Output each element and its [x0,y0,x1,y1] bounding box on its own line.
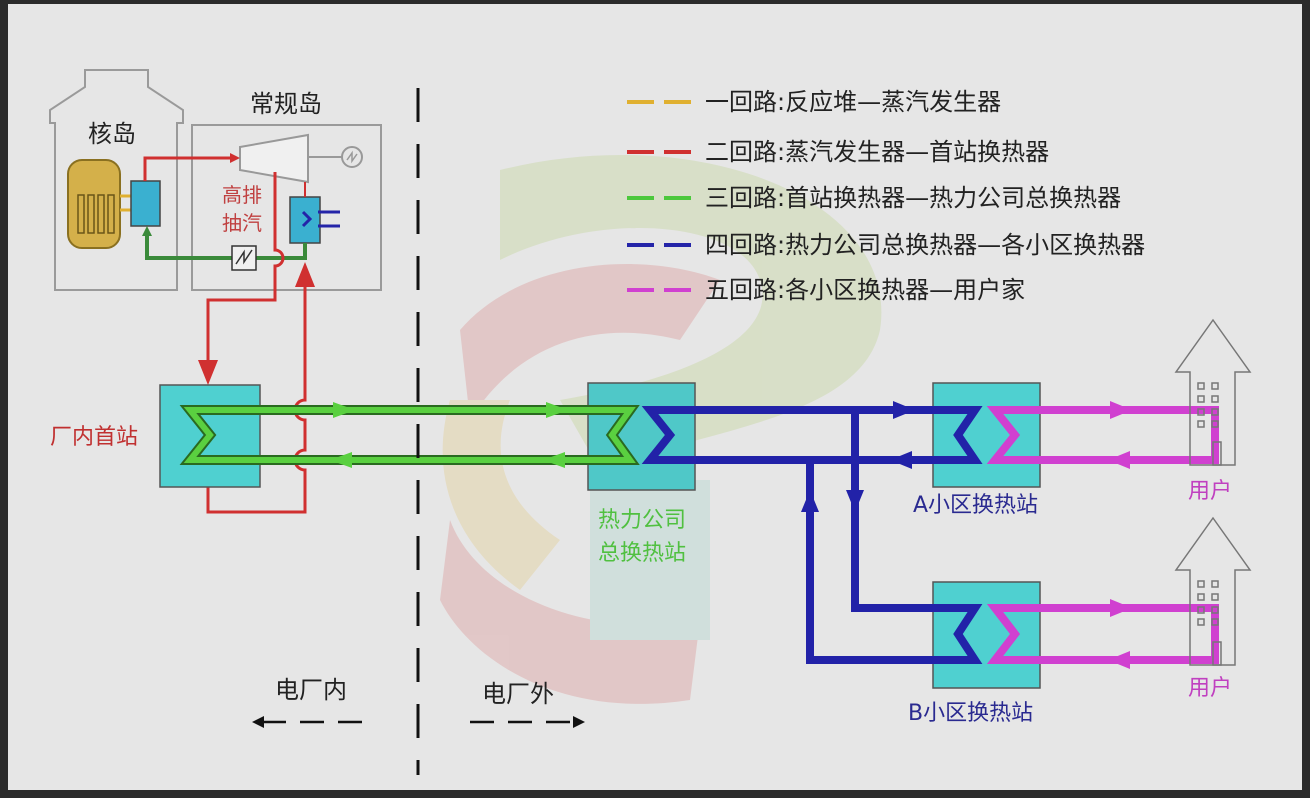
nuclear-island-building [49,69,184,291]
svg-text:二回路:蒸汽发生器—首站换热器: 二回路:蒸汽发生器—首站换热器 [705,138,1049,166]
svg-text:五回路:各小区换热器—用户家: 五回路:各小区换热器—用户家 [705,276,1025,304]
legend-item-2: 二回路:蒸汽发生器—首站换热器 [627,138,1049,166]
user-b-label: 用户 [1188,676,1232,701]
extraction-label-2: 抽汽 [222,211,262,235]
nuclear-island-label: 核岛 [88,120,136,148]
inside-arrow-icon [252,716,365,728]
heat-company-label-2: 总换热站 [598,541,686,566]
heat-company-label-1: 热力公司 [598,508,686,533]
generator-icon [341,146,363,168]
svg-text:三回路:首站换热器—热力公司总换热器: 三回路:首站换热器—热力公司总换热器 [705,184,1121,212]
station-b-box [932,581,1041,689]
plant-first-station-label: 厂内首站 [50,425,138,450]
station-b-label: B小区换热站 [908,701,1033,726]
steam-generator [130,180,161,227]
heat-company-box [587,382,696,491]
house-a-icon [1174,318,1252,466]
svg-text:四回路:热力公司总换热器—各小区换热器: 四回路:热力公司总换热器—各小区换热器 [705,231,1145,259]
turbine [239,133,309,184]
station-a-box [932,382,1041,488]
condenser [289,196,321,244]
extraction-label-1: 高排 [222,183,262,207]
legend-item-1: 一回路:反应堆—蒸汽发生器 [627,88,1001,116]
station-a-label: A小区换热站 [913,493,1038,518]
outside-plant-label: 电厂外 [482,680,554,708]
fifth-loop-pipe [986,406,1219,664]
legend: 一回路:反应堆—蒸汽发生器 二回路:蒸汽发生器—首站换热器 三回路:首站换热器—… [627,88,1145,304]
inside-plant-label: 电厂内 [275,676,347,704]
conventional-island-label: 常规岛 [250,90,322,118]
fourth-loop-pipe [641,406,983,664]
house-b-icon [1174,516,1252,666]
legend-item-3: 三回路:首站换热器—热力公司总换热器 [627,184,1121,212]
watermark-logo [440,154,882,704]
svg-text:一回路:反应堆—蒸汽发生器: 一回路:反应堆—蒸汽发生器 [705,88,1001,116]
conventional-island-box [191,124,382,291]
legend-item-4: 四回路:热力公司总换热器—各小区换热器 [627,231,1145,259]
legend-item-5: 五回路:各小区换热器—用户家 [627,276,1025,304]
user-a-label: 用户 [1188,479,1232,504]
outside-arrow-icon [470,716,585,728]
